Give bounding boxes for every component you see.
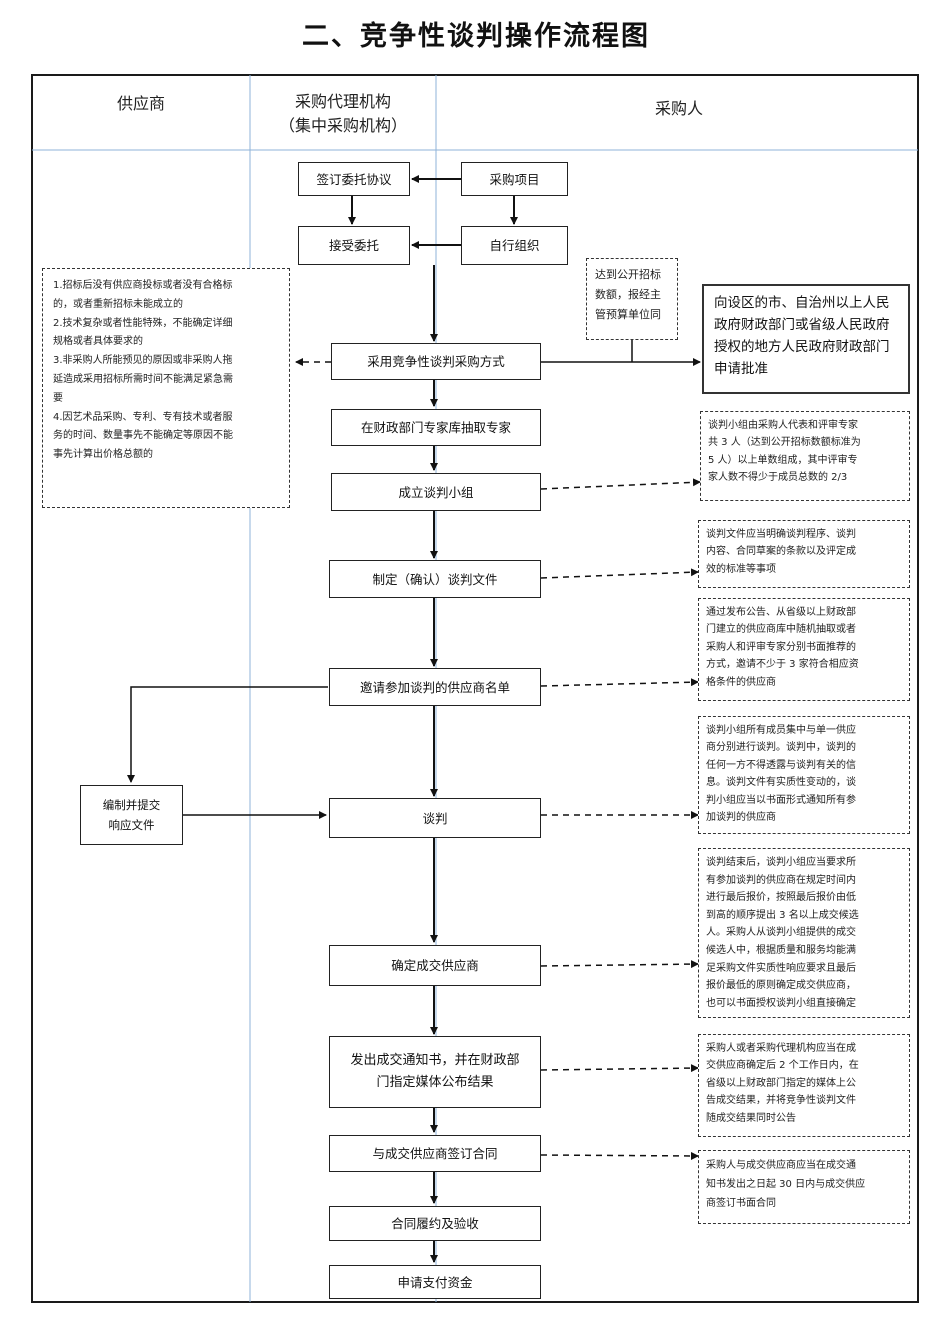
lane-agency-header: 采购代理机构 （集中采购机构）: [252, 90, 434, 138]
step-prepare-docs: 制定（确认）谈判文件: [329, 560, 541, 598]
approval-box: 向设区的市、自治州以上人民 政府财政部门或省级人民政府 授权的地方人民政府财政部…: [702, 284, 910, 394]
step-apply-payment: 申请支付资金: [329, 1265, 541, 1299]
step-accept-entrustment: 接受委托: [298, 226, 410, 265]
note-negotiation-rules: 谈判小组所有成员集中与单一供应 商分别进行谈判。谈判中，谈判的 任何一方不得透露…: [698, 716, 910, 834]
step-prepare-response: 编制并提交 响应文件: [80, 785, 183, 845]
step-form-panel: 成立谈判小组: [331, 473, 541, 511]
note-applicable-conditions: 1.招标后没有供应商投标或者没有合格标 的，或者重新招标未能成立的 2.技术复杂…: [42, 268, 290, 508]
note-invite-method: 通过发布公告、从省级以上财政部 门建立的供应商库中随机抽取或者 采购人和评审专家…: [698, 598, 910, 701]
note-announce-result: 采购人或者采购代理机构应当在成 交供应商确定后 2 个工作日内，在 省级以上财政…: [698, 1034, 910, 1137]
lane-agency-subtitle: （集中采购机构）: [278, 116, 407, 135]
step-draw-experts: 在财政部门专家库抽取专家: [331, 409, 541, 446]
flowchart-frame: [31, 74, 919, 1303]
step-self-organize: 自行组织: [461, 226, 568, 265]
step-confirm-supplier: 确定成交供应商: [329, 945, 541, 986]
note-contract-deadline: 采购人与成交供应商应当在成交通 知书发出之日起 30 日内与成交供应 商签订书面…: [698, 1150, 910, 1224]
step-sign-contract: 与成交供应商签订合同: [329, 1135, 541, 1172]
step-procurement-project: 采购项目: [461, 162, 568, 196]
step-perform-accept: 合同履约及验收: [329, 1206, 541, 1241]
page-title: 二、竞争性谈判操作流程图: [302, 21, 650, 52]
note-panel-composition: 谈判小组由采购人代表和评审专家 共 3 人（达到公开招标数额标准为 5 人）以上…: [700, 411, 910, 501]
note-confirm-rules: 谈判结束后，谈判小组应当要求所 有参加谈判的供应商在规定时间内 进行最后报价，按…: [698, 848, 910, 1018]
lane-purchaser-header: 采购人: [654, 99, 703, 118]
lane-supplier-header: 供应商: [116, 94, 165, 113]
lane-agency-title: 采购代理机构: [294, 92, 391, 111]
step-negotiation: 谈判: [329, 798, 541, 838]
step-invite-suppliers: 邀请参加谈判的供应商名单: [329, 668, 541, 706]
note-negotiation-docs: 谈判文件应当明确谈判程序、谈判 内容、合同草案的条款以及评定成 效的标准等事项: [698, 520, 910, 588]
note-tender-threshold: 达到公开招标 数额，报经主 管预算单位同: [586, 258, 678, 340]
step-issue-notice: 发出成交通知书，并在财政部 门指定媒体公布结果: [329, 1036, 541, 1108]
step-sign-agreement: 签订委托协议: [298, 162, 410, 196]
step-adopt-method: 采用竞争性谈判采购方式: [331, 343, 541, 380]
